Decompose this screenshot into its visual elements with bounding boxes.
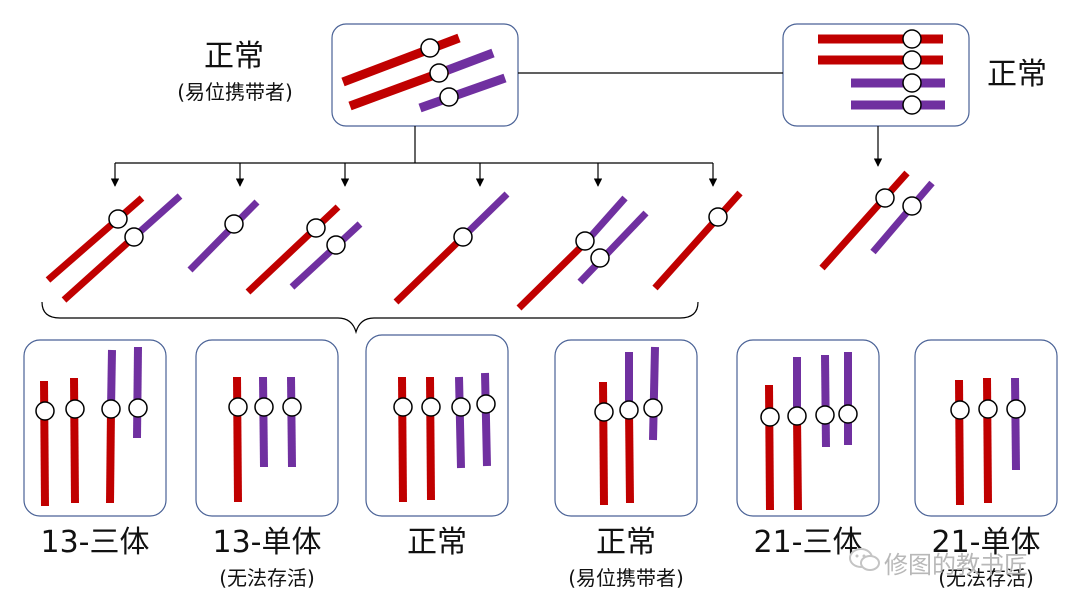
offspring-4-subtitle: (易位携带者) [568, 566, 684, 590]
parent-right-chromosomes [818, 34, 945, 110]
offspring-6-subtitle: (无法存活) [938, 566, 1034, 590]
parent-left-title: 正常 [204, 39, 264, 74]
connector-lines [110, 72, 883, 187]
parent-left-subtitle: (易位携带者) [177, 80, 293, 104]
parent-left-centromeres [420, 38, 459, 107]
gamete-centromeres [108, 188, 922, 268]
offspring-boxes [23, 334, 1058, 517]
offspring-3-title: 正常 [407, 525, 467, 560]
offspring-2-subtitle: (无法存活) [219, 566, 315, 590]
watermark-text: 修图的教书匠 [884, 551, 1028, 579]
wechat-icon [849, 548, 880, 571]
offspring-centromeres [35, 394, 1026, 427]
offspring-5-title: 21-三体 [753, 525, 863, 560]
offspring-4-title: 正常 [596, 525, 656, 560]
parent-right-title: 正常 [987, 57, 1047, 92]
offspring-6-title: 21-单体 [931, 525, 1041, 560]
parent-right-centromeres [902, 29, 922, 115]
offspring-2-title: 13-单体 [212, 525, 322, 560]
offspring-1-title: 13-三体 [40, 525, 150, 560]
grouping-brace [41, 301, 699, 335]
gamete-chromosomes [45, 170, 935, 311]
